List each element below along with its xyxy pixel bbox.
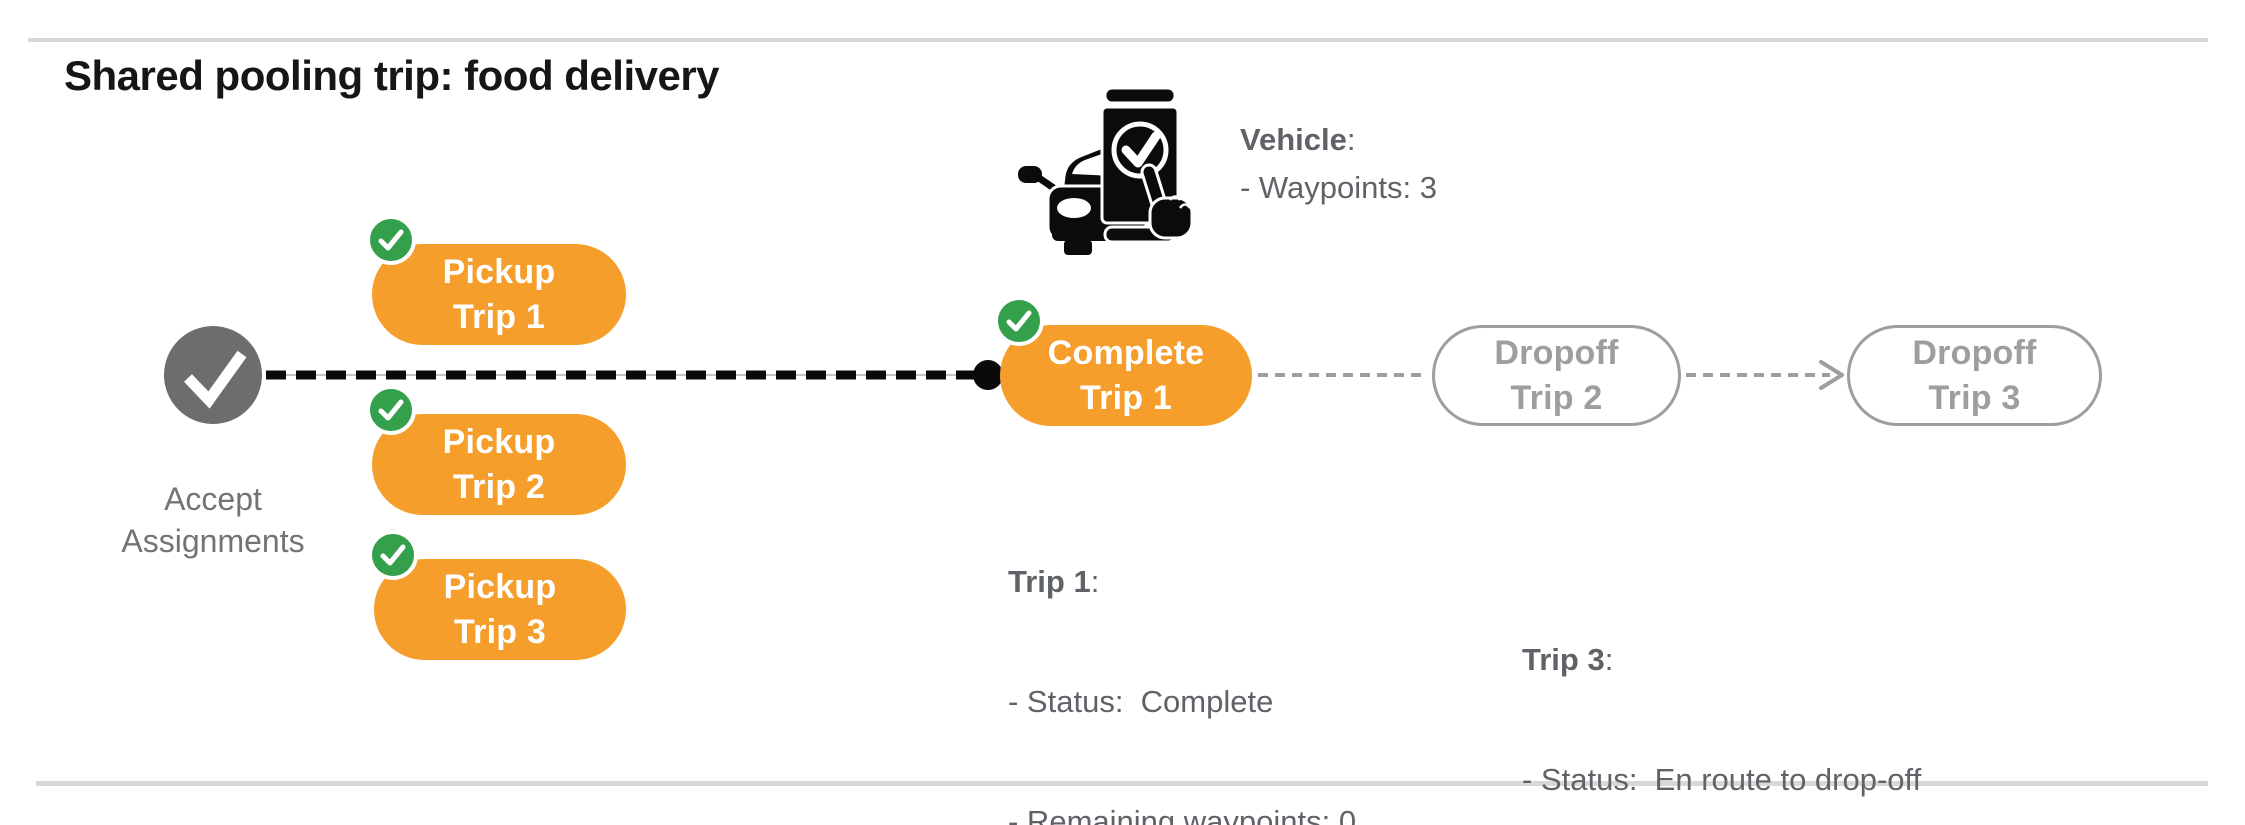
arrow-right-icon bbox=[1819, 360, 1844, 390]
trip-3-status-block: Trip 3: - Status: En route to drop-off -… bbox=[1522, 560, 1921, 825]
pickup-trip-1-node: Pickup Trip 1 bbox=[366, 215, 626, 345]
accept-assignments-label: Accept Assignments bbox=[121, 481, 305, 559]
check-badge-icon bbox=[366, 215, 416, 265]
vehicle-info: Vehicle: - Waypoints: 3 bbox=[1240, 116, 1437, 212]
trip-1-waypoints-line: - Remaining waypoints: 0 bbox=[1008, 804, 1357, 825]
trip-1-header: Trip 1: bbox=[1008, 564, 1100, 599]
complete-trip-1-node: Complete Trip 1 bbox=[994, 296, 1252, 426]
trip-3-header: Trip 3: bbox=[1522, 642, 1614, 677]
car-phone-check-icon bbox=[1012, 80, 1194, 255]
vehicle-label: Vehicle: bbox=[1240, 122, 1356, 157]
pickup-trip-2-node: Pickup Trip 2 bbox=[366, 385, 626, 515]
dropoff-trip-2-node: Dropoff Trip 2 bbox=[1432, 325, 1681, 426]
trip-3-status-line: - Status: En route to drop-off bbox=[1522, 762, 1922, 797]
check-badge-icon bbox=[994, 296, 1044, 346]
route-waypoint-dot bbox=[973, 360, 1003, 390]
top-divider bbox=[28, 38, 2208, 42]
trip-1-status-line: - Status: Complete bbox=[1008, 684, 1274, 719]
accept-assignments-node bbox=[164, 326, 262, 424]
check-badge-icon bbox=[368, 530, 418, 580]
vehicle-waypoints: - Waypoints: 3 bbox=[1240, 170, 1437, 205]
dropoff-trip-3-node: Dropoff Trip 3 bbox=[1847, 325, 2102, 426]
page-title: Shared pooling trip: food delivery bbox=[64, 52, 720, 99]
pickup-trip-3-node: Pickup Trip 3 bbox=[368, 530, 626, 660]
trip-1-2-status-block: Trip 1: - Status: Complete - Remaining w… bbox=[1008, 482, 1407, 825]
check-badge-icon bbox=[366, 385, 416, 435]
bottom-divider bbox=[36, 781, 2208, 786]
checkmark-icon bbox=[184, 350, 247, 409]
